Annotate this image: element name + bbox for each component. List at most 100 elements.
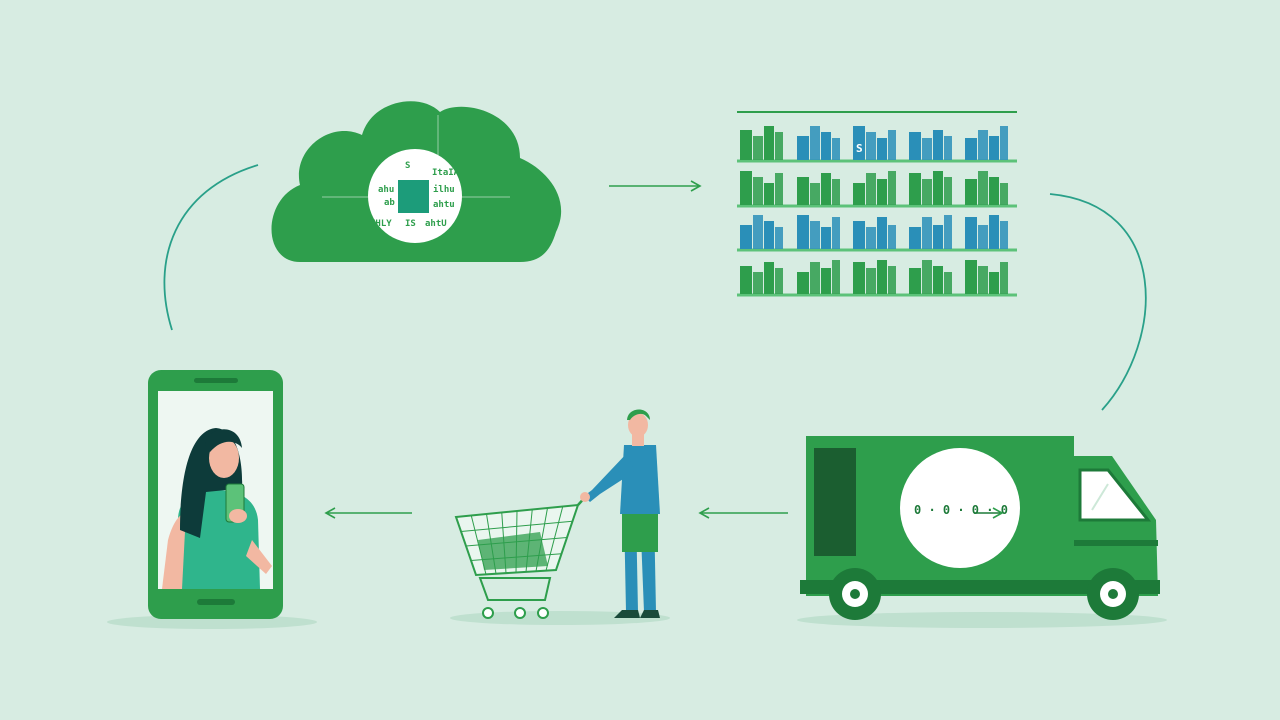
- shelf-box: [740, 225, 752, 249]
- shelf-box: [978, 171, 988, 205]
- shopper-head: [628, 413, 648, 437]
- shopper-shadow: [450, 611, 670, 625]
- shelf-box: [753, 136, 763, 160]
- shelf-box: [888, 130, 896, 160]
- shelf-box: [933, 225, 943, 249]
- shelf-box: [753, 215, 763, 249]
- shelf-box: [810, 183, 820, 205]
- shelf-box: [832, 217, 840, 249]
- shelf-box-label: S: [856, 142, 863, 155]
- truck-cab-stripe: [1074, 540, 1158, 546]
- shelf-box: [944, 177, 952, 205]
- phone-speaker: [194, 378, 238, 383]
- shelf-box: [909, 173, 921, 205]
- shelf-rows: [737, 126, 1017, 297]
- shelf-box: [866, 268, 876, 294]
- shopper-with-cart-icon: [450, 409, 670, 625]
- shelf-box: [965, 217, 977, 249]
- shelf-box: [797, 272, 809, 294]
- glyph-label: ab: [384, 198, 395, 208]
- shelf-box: [797, 136, 809, 160]
- shelf-box: [1000, 183, 1008, 205]
- glyph-label: ahtu: [433, 200, 455, 210]
- shelves-to-truck-curve: [1049, 193, 1147, 411]
- shelf-box: [989, 177, 999, 205]
- truck-rear-door: [814, 448, 856, 556]
- shelf-box: [1000, 126, 1008, 160]
- shelf-box: [853, 183, 865, 205]
- shelf-box: [909, 268, 921, 294]
- delivery-truck-icon: 0 · 0 · 0 · 0: [797, 436, 1167, 628]
- shelf-box: [989, 272, 999, 294]
- shelf-box: [922, 138, 932, 160]
- customer-hand: [229, 509, 247, 523]
- glyph-label: HHLY: [370, 219, 392, 229]
- shelf-box: [909, 227, 921, 249]
- shelf-box: [740, 266, 752, 294]
- shelf-box: [775, 132, 783, 160]
- glyph-label: IS: [405, 219, 416, 229]
- cart-mesh-line: [460, 520, 573, 532]
- truck-chassis: [800, 580, 1160, 594]
- shopping-cart-icon: [454, 493, 589, 619]
- shelf-box: [764, 262, 774, 294]
- glyph-label: ahu: [378, 185, 394, 195]
- shelf-box: [978, 266, 988, 294]
- shopper-shoe: [640, 610, 660, 618]
- customer-face: [209, 438, 239, 478]
- shelf-box: [965, 260, 977, 294]
- shelf-box: [944, 215, 952, 249]
- shelf-box: [888, 171, 896, 205]
- shelf-box: [832, 138, 840, 160]
- shelf-box: [853, 221, 865, 249]
- shelf-box: [909, 132, 921, 160]
- shelf-box: [764, 183, 774, 205]
- shopper-figure: [580, 409, 660, 618]
- shelf-box: [922, 217, 932, 249]
- shelf-box: [740, 130, 752, 160]
- shelf-box: [965, 179, 977, 205]
- customer-arm: [246, 540, 272, 574]
- shopper-hair: [627, 409, 650, 420]
- customer-fringe: [205, 429, 242, 452]
- shelf-box: [978, 130, 988, 160]
- shelf-box: [764, 126, 774, 160]
- truck-rear-wheel: [829, 568, 881, 620]
- shelf-box: [821, 268, 831, 294]
- glyph-label: S: [405, 161, 410, 171]
- shelf-box: [933, 171, 943, 205]
- shelf-box: [797, 215, 809, 249]
- shelf-box: [922, 260, 932, 294]
- shelf-box: [933, 266, 943, 294]
- cart-wheel: [537, 607, 549, 619]
- shelf-box: [944, 272, 952, 294]
- shelf-box: [775, 173, 783, 205]
- shelf-box: [753, 272, 763, 294]
- truck-window: [1078, 468, 1152, 522]
- cloud-service: S ItaIA ahu ilhu ab ahtu HHLY IS ahtU: [271, 101, 562, 262]
- cart-base: [478, 577, 552, 601]
- shelf-box: [797, 177, 809, 205]
- shelf-box: [821, 173, 831, 205]
- glyph-label: ahtU: [425, 219, 447, 229]
- shelf-box: [944, 136, 952, 160]
- shopper-hand: [580, 492, 590, 502]
- shopper-pants: [622, 512, 658, 552]
- shelf-box: [933, 130, 943, 160]
- shelf-box: [866, 227, 876, 249]
- shelf-box: [922, 179, 932, 205]
- shopper-shoe: [614, 610, 640, 618]
- shelf-box: [888, 266, 896, 294]
- shelf-box: [775, 268, 783, 294]
- truck-front-wheel: [1087, 568, 1139, 620]
- shelf-box: [810, 262, 820, 294]
- shelf-box: [877, 138, 887, 160]
- shelf-box: [832, 260, 840, 294]
- shelf-box: [853, 262, 865, 294]
- glyph-label: ItaIA: [432, 168, 460, 178]
- phone-home-bar: [197, 599, 235, 605]
- shelf-box: [888, 225, 896, 249]
- glyph-label: ilhu: [433, 184, 455, 195]
- qr-glyph-labels: S ItaIA ahu ilhu ab ahtu HHLY IS ahtU: [370, 161, 460, 229]
- shelf-box: [978, 225, 988, 249]
